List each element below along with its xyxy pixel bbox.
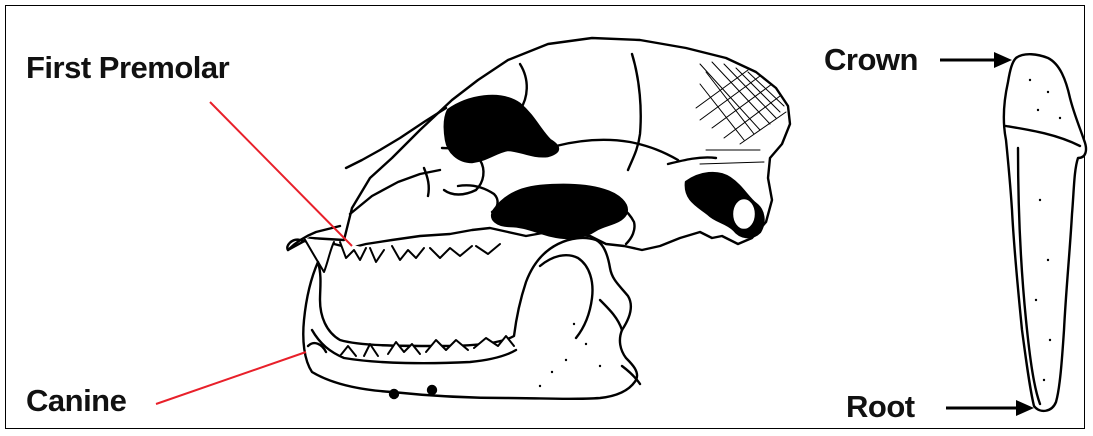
first-premolar-label: First Premolar xyxy=(26,50,229,86)
condyle xyxy=(732,198,756,230)
upper-teeth xyxy=(304,238,500,272)
tooth-illustration xyxy=(1004,54,1086,411)
tooth-outline xyxy=(1004,54,1086,411)
first-premolar-pointer xyxy=(210,102,352,246)
root-arrow xyxy=(946,400,1034,416)
canine-pointer xyxy=(156,352,306,404)
root-label: Root xyxy=(846,389,915,425)
crown-arrow xyxy=(940,52,1012,68)
skull-illustration xyxy=(287,38,790,399)
crown-label: Crown xyxy=(824,42,918,78)
canine-label: Canine xyxy=(26,383,126,419)
mental-foramen-2 xyxy=(428,386,436,394)
mental-foramen-1 xyxy=(390,390,398,398)
